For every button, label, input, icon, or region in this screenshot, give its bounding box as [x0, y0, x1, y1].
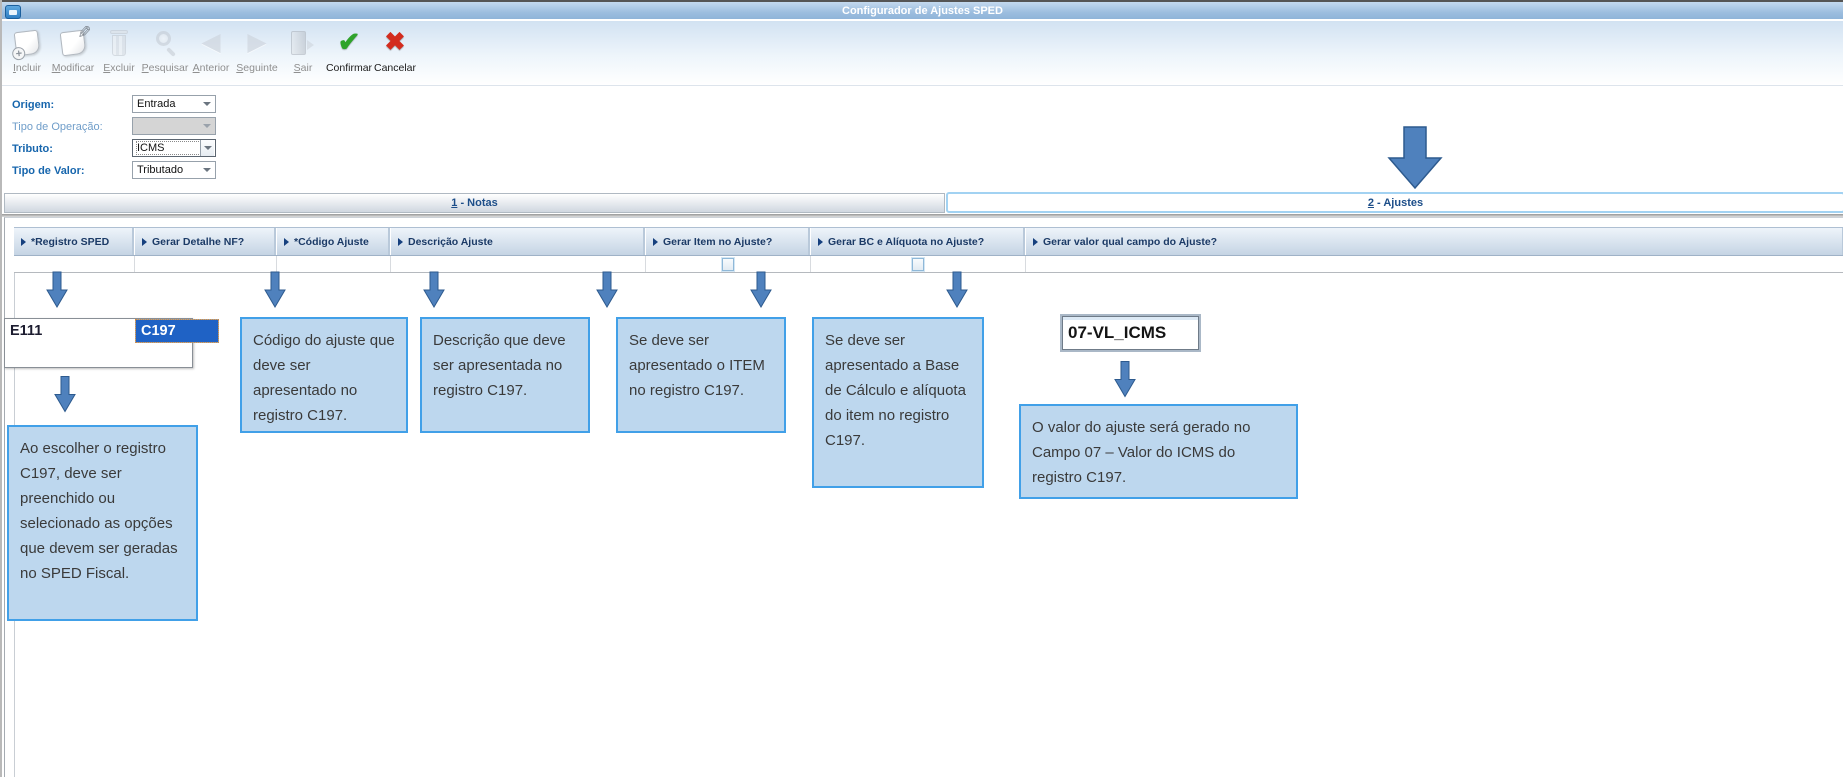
arrow-left-icon: ◀: [201, 28, 221, 56]
annotation-arrow-icon: [423, 271, 445, 308]
tab-divider: [2, 214, 1843, 217]
col-header-gerar-item[interactable]: Gerar Item no Ajuste?: [646, 228, 811, 255]
anterior-button: ◀ Anterior: [192, 28, 230, 75]
magnifier-icon: [152, 26, 178, 59]
note-pencil-icon: [59, 26, 87, 59]
excluir-button: Excluir: [96, 24, 142, 74]
tipo-valor-select[interactable]: Tributado: [132, 161, 216, 179]
check-icon: ✔: [337, 27, 361, 57]
trash-icon: [109, 26, 129, 59]
seguinte-button: ▶ Seguinte: [236, 28, 278, 75]
tipo-operacao-label: Tipo de Operação:: [12, 121, 103, 133]
ajustes-grid-panel: *Registro SPED Gerar Detalhe NF? *Código…: [4, 217, 1843, 777]
column-marker-icon: [398, 237, 403, 246]
cell-gerar-bc-aliquota: [811, 256, 1026, 272]
annotation-arrow-big-icon: [1387, 126, 1443, 190]
callout-valor-campo: O valor do ajuste será gerado no Campo 0…: [1019, 404, 1298, 499]
tab-notas[interactable]: 1 - Notas: [4, 193, 945, 213]
chevron-down-icon: [203, 168, 211, 172]
column-marker-icon: [818, 237, 823, 246]
col-header-gerar-valor-campo[interactable]: Gerar valor qual campo do Ajuste?: [1026, 228, 1843, 255]
annotation-arrow-icon: [596, 271, 618, 308]
cancel-icon: ✖: [384, 28, 406, 56]
tipo-operacao-select: [132, 117, 216, 135]
chevron-down-icon: [204, 146, 212, 150]
annotation-arrow-icon: [54, 374, 76, 414]
cell-gerar-detalhe-nf[interactable]: [135, 256, 277, 272]
chevron-down-icon: [203, 102, 211, 106]
col-header-gerar-detalhe-nf[interactable]: Gerar Detalhe NF?: [135, 228, 277, 255]
grid-header-row: *Registro SPED Gerar Detalhe NF? *Código…: [14, 227, 1843, 256]
grid-new-row: [14, 256, 1843, 273]
annotation-arrow-icon: [264, 271, 286, 308]
column-marker-icon: [284, 237, 289, 246]
callout-gerar-bc: Se deve ser apresentado a Base de Cálcul…: [812, 317, 984, 488]
column-marker-icon: [1033, 237, 1038, 246]
column-marker-icon: [142, 237, 147, 246]
tributo-select[interactable]: ICMS: [132, 139, 216, 157]
cell-gerar-item: [646, 256, 811, 272]
annotation-arrow-icon: [946, 271, 968, 308]
list-item-e111[interactable]: E111: [10, 323, 43, 339]
tab-ajustes[interactable]: 2 - Ajustes: [946, 192, 1843, 213]
col-header-gerar-bc-aliquota[interactable]: Gerar BC e Alíquota no Ajuste?: [811, 228, 1026, 255]
annotation-arrow-icon: [1114, 356, 1136, 402]
col-header-registro-sped[interactable]: *Registro SPED: [14, 228, 135, 255]
window-title: Configurador de Ajustes SPED: [842, 5, 1003, 17]
tributo-label: Tributo:: [12, 143, 53, 155]
window-system-icon: [5, 5, 21, 19]
tipo-valor-label: Tipo de Valor:: [12, 165, 85, 177]
callout-registro-sped: Ao escolher o registro C197, deve ser pr…: [7, 425, 198, 621]
modificar-button: Modificar: [50, 24, 96, 74]
origem-label: Origem:: [12, 99, 55, 111]
gerar-bc-aliquota-checkbox[interactable]: [912, 257, 924, 271]
title-bar: Configurador de Ajustes SPED: [2, 0, 1843, 19]
cell-gerar-valor-campo[interactable]: [1026, 256, 1843, 272]
gerar-item-checkbox[interactable]: [722, 257, 734, 271]
cell-registro-sped[interactable]: [14, 256, 135, 272]
campo-ajuste-value-field[interactable]: 07-VL_ICMS: [1060, 314, 1201, 352]
column-marker-icon: [21, 237, 26, 246]
col-header-codigo-ajuste[interactable]: *Código Ajuste: [277, 228, 391, 255]
cancelar-button[interactable]: ✖ Cancelar: [373, 28, 417, 75]
callout-codigo-ajuste: Código do ajuste que deve ser apresentad…: [240, 317, 408, 433]
callout-descricao-ajuste: Descrição que deve ser apresentada no re…: [420, 317, 590, 433]
chevron-down-icon: [203, 124, 211, 128]
list-item-c197[interactable]: C197: [135, 319, 219, 343]
sair-button: Sair: [280, 24, 326, 74]
pesquisar-button: Pesquisar: [142, 24, 188, 74]
cell-codigo-ajuste[interactable]: [277, 256, 391, 272]
column-marker-icon: [653, 237, 658, 246]
door-exit-icon: [291, 26, 315, 59]
origem-select[interactable]: Entrada: [132, 95, 216, 113]
confirmar-button[interactable]: ✔ Confirmar: [325, 27, 373, 75]
incluir-button: Incluir: [4, 24, 50, 74]
col-header-descricao-ajuste[interactable]: Descrição Ajuste: [391, 228, 646, 255]
arrow-right-icon: ▶: [247, 28, 267, 56]
registro-sped-dropdown-list: C197 E111: [4, 318, 219, 368]
callout-gerar-item: Se deve ser apresentado o ITEM no regist…: [616, 317, 786, 433]
note-plus-icon: [11, 26, 41, 61]
cell-descricao-ajuste[interactable]: [391, 256, 646, 272]
annotation-arrow-icon: [750, 271, 772, 308]
toolbar: Incluir Modificar Excluir Pesquisar ◀ An…: [2, 21, 1843, 86]
annotation-arrow-icon: [46, 271, 68, 308]
